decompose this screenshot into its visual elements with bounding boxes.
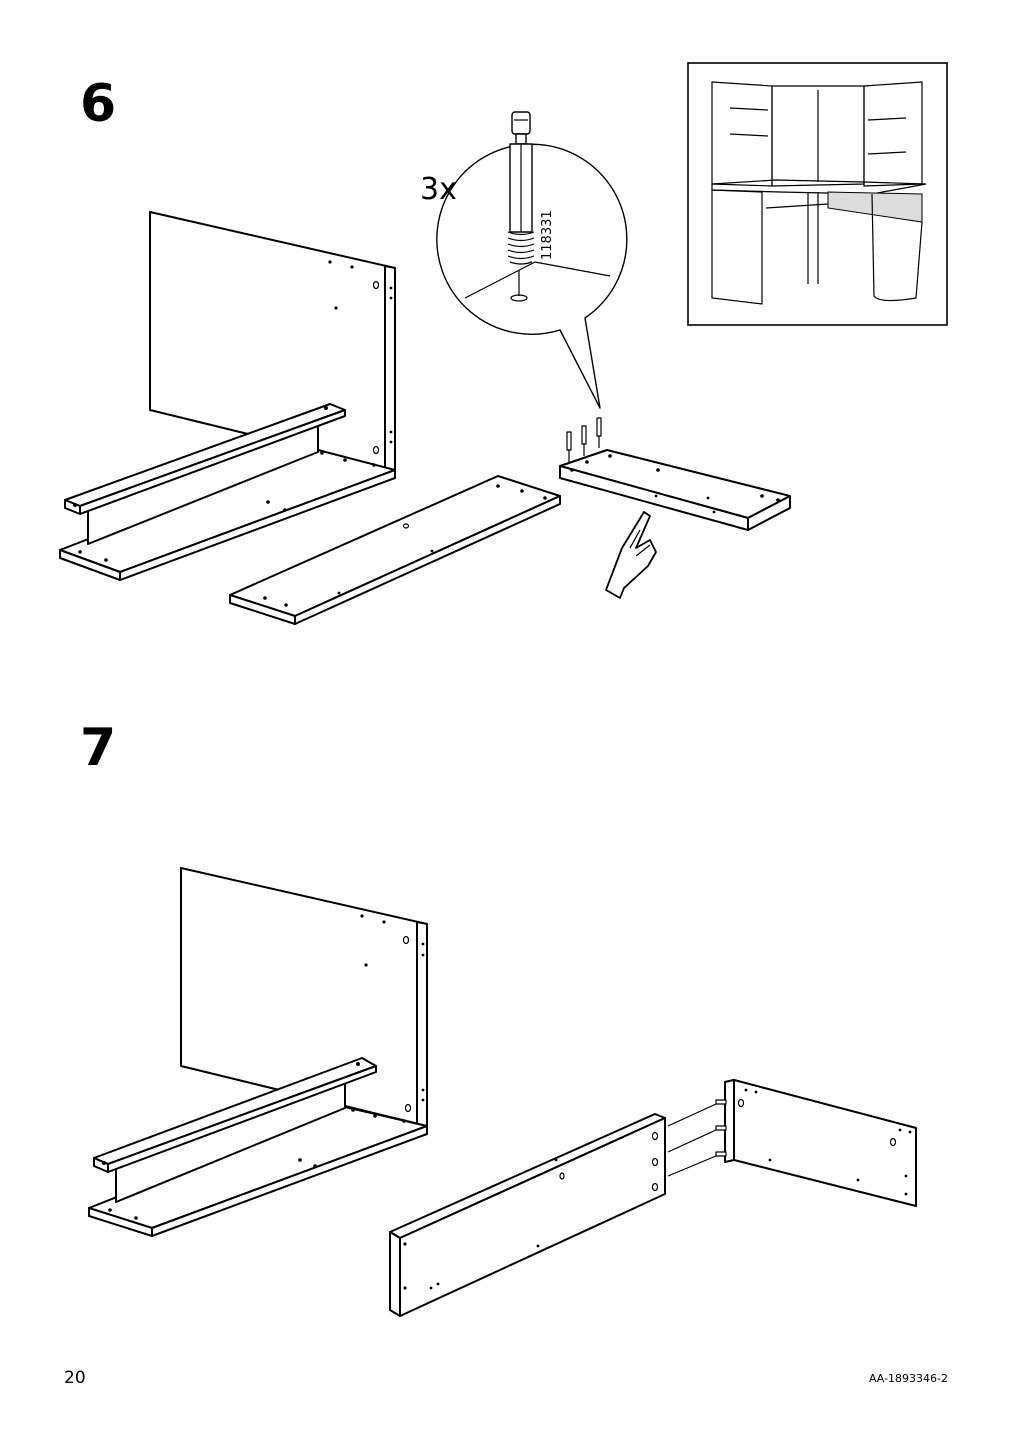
long-panel-step7 (389, 1113, 666, 1317)
step-7-number: 7 (80, 718, 116, 778)
part-number-label: 118331 (540, 210, 555, 260)
hand-press-icon (605, 511, 657, 599)
detail-callout (436, 143, 628, 409)
shelf-board-step6 (229, 475, 561, 625)
dowel-icon (566, 417, 602, 462)
step-6-number: 6 (80, 74, 116, 134)
quantity-label: 3x (420, 172, 457, 207)
bottom-frame-step7 (88, 1057, 428, 1237)
document-code: AA-1893346-2 (868, 1372, 948, 1385)
end-panel-step7 (715, 1079, 917, 1207)
cam-screw-icon (507, 111, 535, 265)
page-number: 20 (64, 1368, 86, 1388)
alignment-guides (667, 1103, 717, 1177)
bottom-frame-step6 (59, 403, 396, 581)
dowel-board-step6 (559, 449, 791, 531)
overview-thumbnail (687, 62, 948, 326)
